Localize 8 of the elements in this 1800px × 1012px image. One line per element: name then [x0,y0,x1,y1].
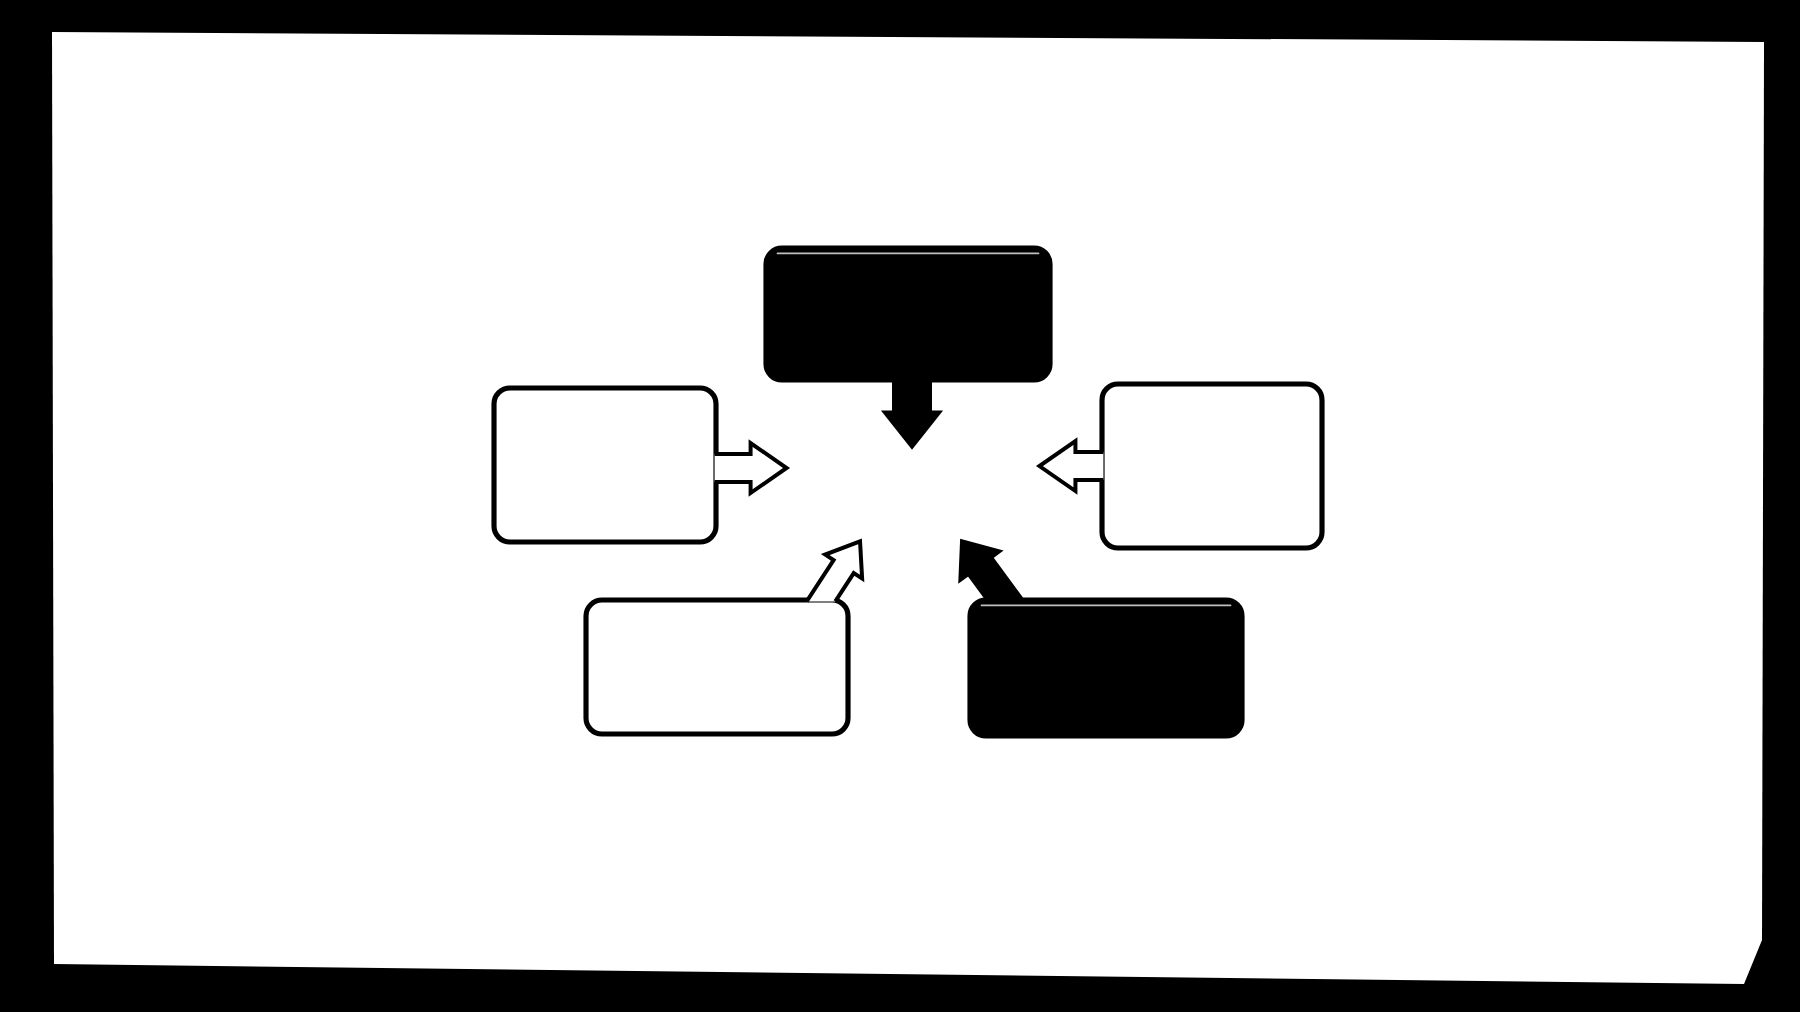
arrow [1035,437,1106,495]
rounded-box [763,245,1053,383]
rounded-box [1099,381,1325,551]
arrow [880,376,944,450]
rounded-box [491,385,719,545]
rounded-box [967,597,1245,739]
rounded-box [583,597,851,737]
arrow [712,439,791,497]
